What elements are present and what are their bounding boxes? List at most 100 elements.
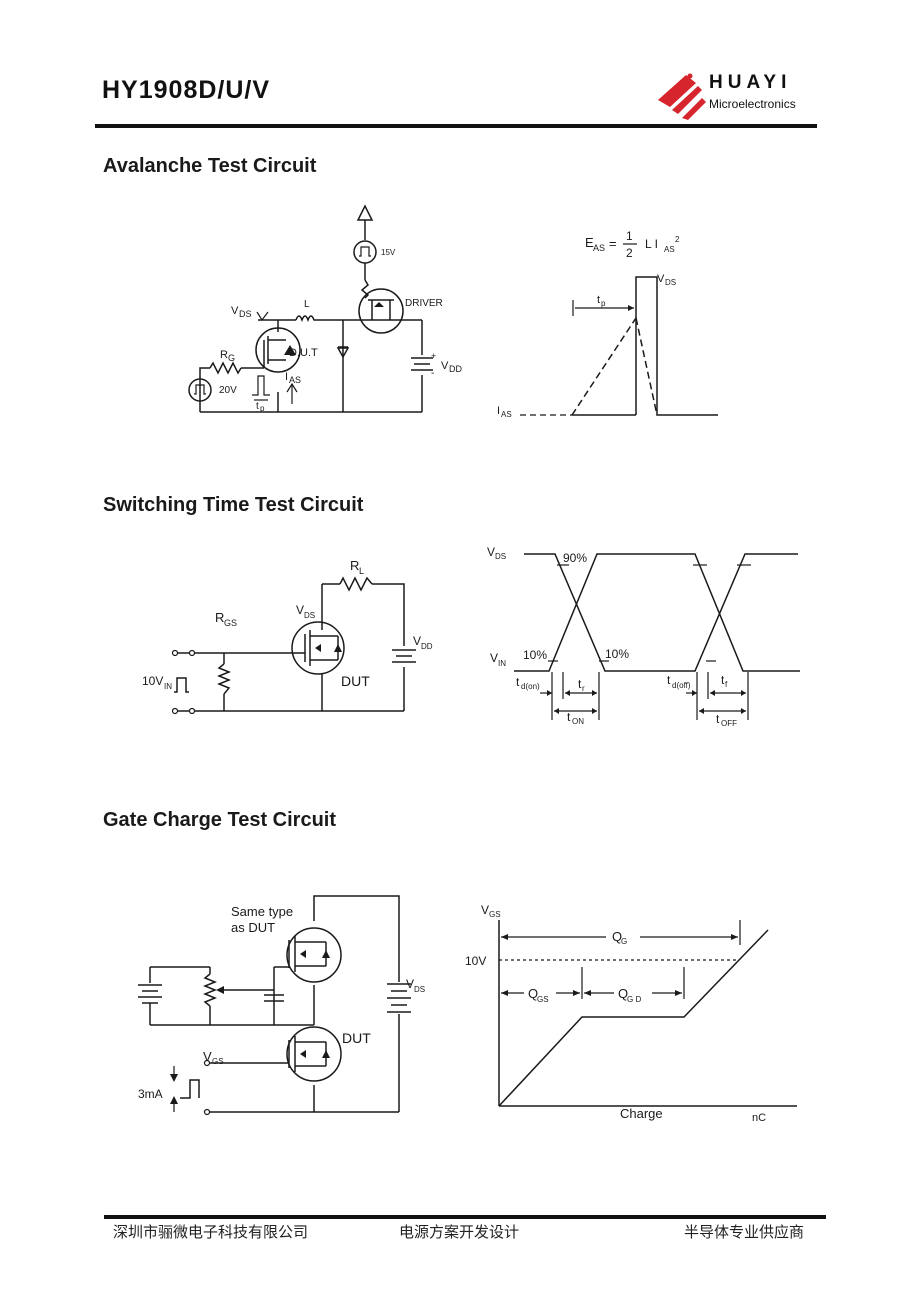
sw-wave-vds-label: V [487, 545, 495, 559]
ton-label: t [567, 710, 571, 724]
footer-rule [104, 1215, 826, 1219]
eas-ias-sup: 2 [675, 235, 680, 244]
switching-dut-label: DUT [341, 673, 370, 689]
vin-sub: IN [164, 682, 172, 691]
v15-label: 15V [381, 248, 396, 257]
waveform-tp-sub: p [601, 299, 606, 308]
sw-wave-vin-label: V [490, 651, 498, 665]
gc-unit-label: nC [752, 1112, 766, 1124]
supply-arrow-icon [356, 204, 374, 221]
vds-pulse-trace [635, 276, 718, 416]
vdd-plus-sign: + [431, 351, 436, 361]
v20-label: 20V [219, 385, 237, 396]
rgs-resistor-icon [216, 663, 232, 695]
gate-charge-curve [498, 929, 769, 1107]
eas-numerator: 1 [626, 229, 633, 243]
tdon-sub: d(on) [521, 682, 540, 691]
qgs-sub: GS [537, 995, 549, 1004]
tdon-label: t [516, 675, 520, 689]
qg-label: Q [612, 929, 622, 944]
part-number: HY1908D/U/V [102, 76, 271, 104]
avalanche-wires [199, 220, 423, 413]
footer-service: 电源方案开发设计 [399, 1223, 520, 1241]
tdoff-label: t [667, 673, 671, 687]
switching-vdd-sub: DD [421, 642, 433, 651]
gc-vgs-sub: GS [212, 1057, 224, 1066]
rgs-label: R [215, 610, 224, 625]
p90-label: 90% [563, 551, 587, 565]
gc-vgs-label: V [203, 1049, 212, 1064]
avalanche-vds-sub: DS [239, 309, 252, 319]
rg-sub: G [228, 353, 235, 363]
ias-ramp-up [571, 317, 637, 416]
qgd-label: Q [618, 986, 628, 1001]
brand-name: HUAYI [709, 72, 792, 93]
gate-tp-label: t [256, 401, 259, 412]
current-label: 3mA [138, 1087, 163, 1101]
pulse-source-15v-icon [353, 240, 377, 264]
gate-terminal [203, 1059, 211, 1067]
brand-subtitle: Microelectronics [709, 97, 796, 111]
switching-vds-sub: DS [304, 611, 315, 620]
waveform-vds-sub: DS [665, 278, 676, 287]
switching-vds-label: V [296, 603, 304, 617]
footer-company: 深圳市骊微电子科技有限公司 [113, 1223, 309, 1241]
gc-vds-label: V [406, 977, 414, 991]
potentiometer-wiper-icon [216, 986, 224, 994]
tdoff-sub: d(off) [672, 681, 691, 690]
qg-sub: G [621, 937, 627, 946]
gate-charge-title: Gate Charge Test Circuit [103, 809, 337, 831]
avalanche-vdd-label: V [441, 360, 449, 372]
gate-pulse-icon [252, 375, 270, 396]
tf-sub: f [725, 680, 728, 689]
gate-charge-dut-mosfet-icon [286, 1026, 342, 1082]
dut-mosfet-icon [255, 327, 301, 373]
gate-tp-sub: p [260, 404, 265, 413]
dut-label: D.U.T [289, 347, 318, 359]
same-type-mosfet-icon [286, 927, 342, 983]
vds-probe-icon [256, 311, 269, 322]
gc-x-axis-label: Charge [620, 1106, 663, 1121]
toff-label: t [716, 712, 720, 726]
eas-sub: AS [593, 243, 605, 253]
avalanche-title: Avalanche Test Circuit [103, 155, 317, 177]
header-rule [95, 124, 817, 128]
ground-terminal [203, 1108, 211, 1116]
gc-wave-vgs-label: V [481, 903, 489, 917]
huayi-logo-icon [658, 73, 706, 120]
waveform-tp-label: t [597, 294, 600, 306]
input-terminal-bottom [171, 707, 179, 715]
switching-vdd-label: V [413, 634, 421, 648]
gc-vds-sub: DS [414, 985, 425, 994]
eas-eq: = [609, 236, 617, 251]
current-pulse-icon [180, 1079, 200, 1099]
vin-label: 10V [142, 674, 163, 688]
tr-sub: r [582, 684, 585, 693]
eas-e: E [585, 235, 594, 250]
input-terminal-top [171, 649, 179, 657]
rl-sub: L [359, 566, 364, 576]
toff-sub: OFF [721, 719, 737, 728]
ias-ramp-down [635, 317, 658, 416]
driver-label: DRIVER [405, 298, 443, 309]
gc-dut-label: DUT [342, 1030, 371, 1046]
ias-label: I [285, 371, 288, 383]
waveform-ias-sub: AS [501, 410, 512, 419]
p10-rise-label: 10% [523, 648, 547, 662]
sw-wave-vin-sub: IN [498, 659, 506, 668]
switching-dut-mosfet-icon [291, 621, 345, 675]
eas-denominator: 2 [626, 246, 633, 260]
waveform-ias-label: I [497, 405, 500, 417]
eas-l-ias: L I [645, 237, 658, 251]
driver-mosfet-icon [358, 288, 404, 334]
qgs-label: Q [528, 986, 538, 1001]
inductor-label: L [304, 299, 310, 310]
eas-ias-sub: AS [664, 245, 675, 254]
gate-resistor-icon [209, 361, 242, 375]
sw-wave-vds-sub: DS [495, 552, 506, 561]
